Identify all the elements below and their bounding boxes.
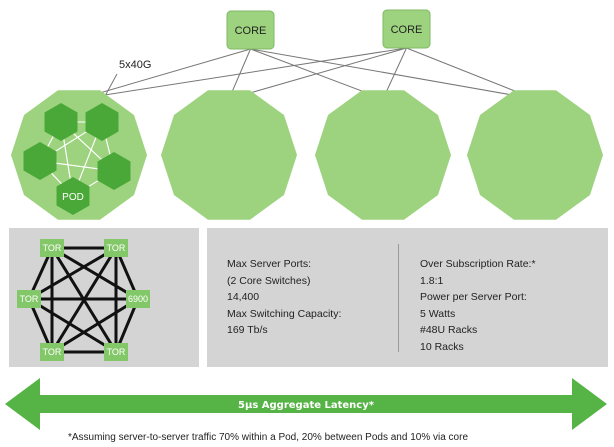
specs-panel: Max Server Ports: (2 Core Switches) 14,4… xyxy=(207,228,608,367)
spec-line: Over Subscription Rate:* xyxy=(420,258,536,270)
tor-switch-label: TOR xyxy=(107,347,126,357)
pod-switch-hexagon xyxy=(44,103,78,141)
pod-switch-hexagon xyxy=(97,152,131,190)
spec-line: 5 Watts xyxy=(420,307,456,320)
pod-label: POD xyxy=(62,192,84,203)
spec-line: 1.8:1 xyxy=(420,274,444,287)
tor-switch-box xyxy=(40,239,64,257)
pod-detail: POD xyxy=(23,103,131,215)
specs-divider xyxy=(398,244,399,352)
uplink-bandwidth-label: 5x40G xyxy=(119,59,151,71)
spec-line: #48U Racks xyxy=(420,324,478,336)
pod-switch-hexagon-labeled xyxy=(56,177,90,215)
pod-switch-hexagon xyxy=(23,142,57,180)
pod-3 xyxy=(315,90,451,220)
spec-line: 10 Racks xyxy=(420,340,464,353)
core-switch-label: CORE xyxy=(391,24,423,36)
tor-switch-box xyxy=(126,290,150,308)
spec-line: Max Switching Capacity: xyxy=(227,307,342,320)
tor-switch-box xyxy=(104,239,128,257)
pod-switch-hexagon xyxy=(85,103,119,141)
specs-left-column: Max Server Ports: (2 Core Switches) 14,4… xyxy=(227,256,341,339)
core-switch-2[interactable]: CORE xyxy=(382,9,431,49)
tor-switch-box xyxy=(40,343,64,361)
spec-line: 14,400 xyxy=(227,291,260,303)
core-switch-1[interactable]: CORE xyxy=(226,10,275,50)
spec-line: 169 Tb/s xyxy=(227,324,268,336)
spec-line: (2 Core Switches) xyxy=(227,274,311,287)
spec-line: Max Server Ports: xyxy=(227,258,312,270)
tor-switch-label: TOR xyxy=(43,243,62,253)
core-switch-label: CORE xyxy=(235,25,267,37)
specs-right-column: Over Subscription Rate:* 1.8:1 Power per… xyxy=(420,256,536,355)
uplink-lines xyxy=(78,47,536,100)
tor-switch-label: TOR xyxy=(43,347,62,357)
footnote: *Assuming server-to-server traffic 70% w… xyxy=(68,432,469,443)
tor-switch-label: TOR xyxy=(20,294,39,304)
pod-4 xyxy=(467,90,603,220)
tor-switch-box xyxy=(104,343,128,361)
tor-switch-label: TOR xyxy=(107,243,126,253)
tor-switch-label: 6900 xyxy=(128,294,148,304)
spec-line: Power per Server Port: xyxy=(420,291,527,303)
tor-switch-box xyxy=(17,290,41,308)
pod-2 xyxy=(161,90,297,220)
latency-double-arrow xyxy=(5,378,607,430)
latency-label: 5µs Aggregate Latency* xyxy=(238,400,375,411)
